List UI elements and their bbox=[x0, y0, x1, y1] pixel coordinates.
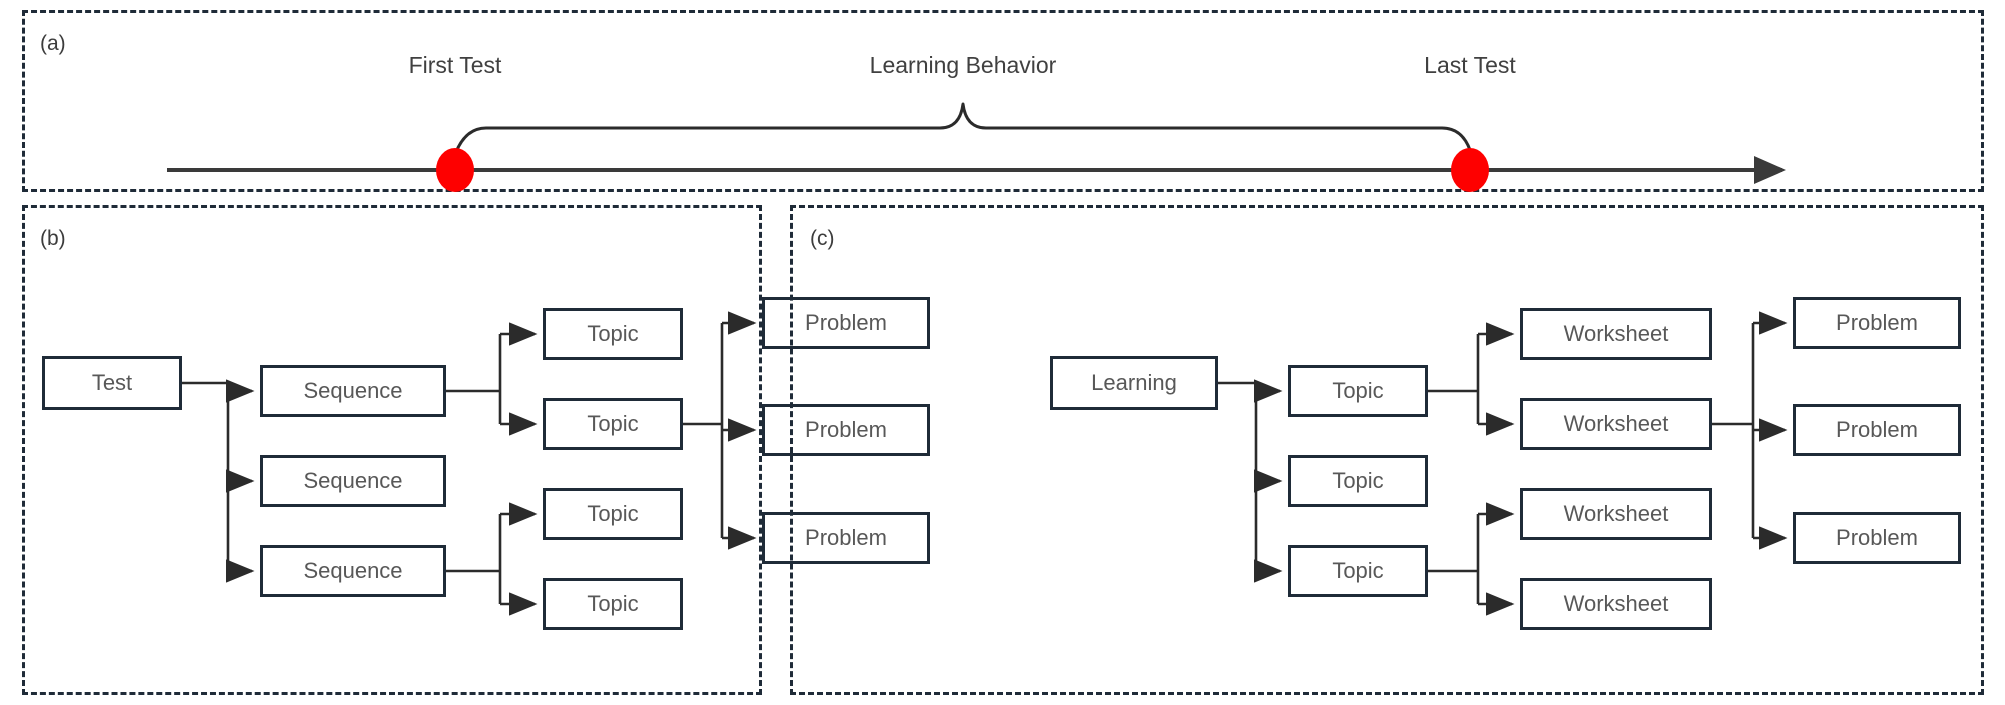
node-test-root[interactable]: Test bbox=[42, 356, 182, 410]
timeline-label-last-test: Last Test bbox=[1424, 52, 1516, 78]
node-problem-c-2[interactable]: Problem bbox=[1793, 404, 1961, 456]
panel-b-tag: (b) bbox=[40, 227, 66, 250]
panel-c-learning-hierarchy bbox=[790, 205, 1984, 695]
node-topic-c-3[interactable]: Topic bbox=[1288, 545, 1428, 597]
node-topic-c-1[interactable]: Topic bbox=[1288, 365, 1428, 417]
node-topic-b-2[interactable]: Topic bbox=[543, 398, 683, 450]
timeline-label-learning-behavior: Learning Behavior bbox=[869, 52, 1057, 78]
node-problem-c-3[interactable]: Problem bbox=[1793, 512, 1961, 564]
panel-c-tag: (c) bbox=[810, 227, 835, 250]
node-problem-c-1[interactable]: Problem bbox=[1793, 297, 1961, 349]
node-worksheet-4[interactable]: Worksheet bbox=[1520, 578, 1712, 630]
node-sequence-2[interactable]: Sequence bbox=[260, 455, 446, 507]
panel-a-tag: (a) bbox=[40, 32, 66, 55]
node-worksheet-3[interactable]: Worksheet bbox=[1520, 488, 1712, 540]
node-topic-b-1[interactable]: Topic bbox=[543, 308, 683, 360]
timeline-label-first-test: First Test bbox=[408, 52, 502, 78]
node-topic-b-3[interactable]: Topic bbox=[543, 488, 683, 540]
node-worksheet-1[interactable]: Worksheet bbox=[1520, 308, 1712, 360]
node-worksheet-2[interactable]: Worksheet bbox=[1520, 398, 1712, 450]
node-sequence-3[interactable]: Sequence bbox=[260, 545, 446, 597]
node-sequence-1[interactable]: Sequence bbox=[260, 365, 446, 417]
panel-a-timeline bbox=[22, 10, 1984, 192]
node-learning-root[interactable]: Learning bbox=[1050, 356, 1218, 410]
node-topic-c-2[interactable]: Topic bbox=[1288, 455, 1428, 507]
panel-b-test-hierarchy bbox=[22, 205, 762, 695]
node-topic-b-4[interactable]: Topic bbox=[543, 578, 683, 630]
